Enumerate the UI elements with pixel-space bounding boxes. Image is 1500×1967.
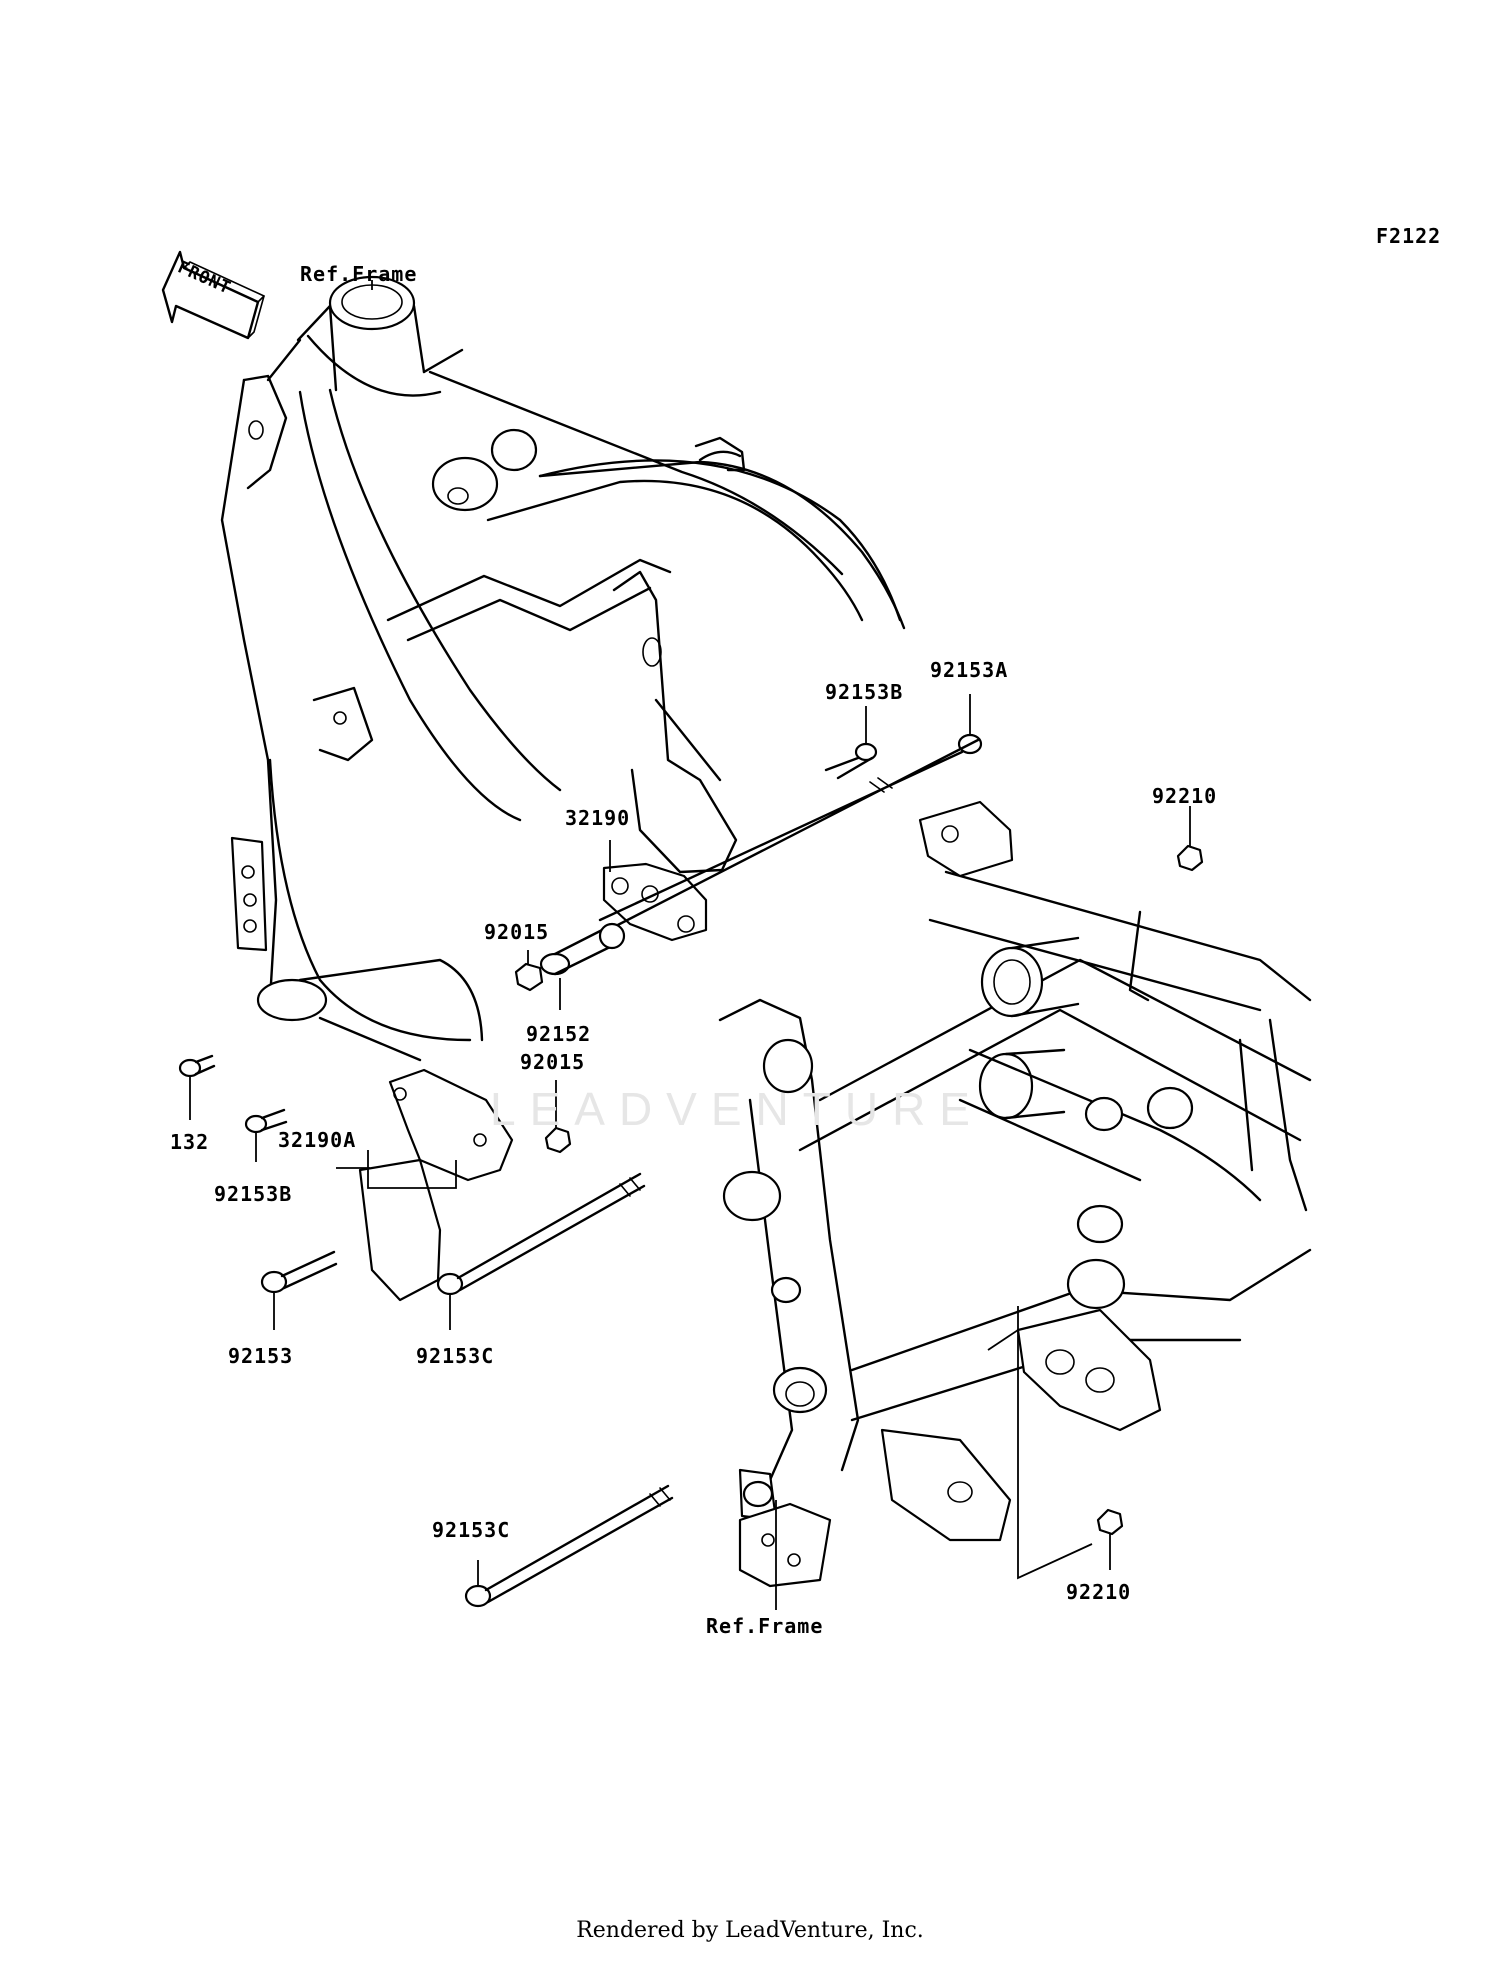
part-92153-label[interactable]: 92153 <box>228 1344 294 1368</box>
part-92153A-label[interactable]: 92153A <box>930 658 1009 682</box>
nut-92015-top-icon <box>514 962 544 992</box>
footer-credit: Rendered by LeadVenture, Inc. <box>576 1918 924 1943</box>
nut-92210-top-icon <box>1176 844 1204 872</box>
nut-92210-bottom-icon <box>1096 1508 1124 1536</box>
lower-frame <box>718 800 1312 1588</box>
part-92153C-mid-label[interactable]: 92153C <box>416 1344 495 1368</box>
front-arrow-icon <box>161 250 265 340</box>
bracket-32190A-icon <box>358 1068 514 1302</box>
part-92153B-left-label[interactable]: 92153B <box>214 1182 293 1206</box>
bolt-92153A-icon <box>598 733 983 932</box>
part-92015-top-label[interactable]: 92015 <box>484 920 550 944</box>
part-92153B-top-label[interactable]: 92153B <box>825 680 904 704</box>
bolt-92153B-top-icon <box>824 742 878 780</box>
part-32190A-label[interactable]: 32190A <box>278 1128 357 1152</box>
bolt-92153C-bottom-icon <box>464 1484 674 1608</box>
rear-upper-loop <box>538 459 902 622</box>
bolt-132-icon <box>178 1054 216 1078</box>
part-92153C-bottom-label[interactable]: 92153C <box>432 1518 511 1542</box>
diagram-code: F2122 <box>1376 224 1442 248</box>
part-92152-label[interactable]: 92152 <box>526 1022 592 1046</box>
part-92210-top-label[interactable]: 92210 <box>1152 784 1218 808</box>
ref-frame-top-label: Ref.Frame <box>300 262 418 286</box>
bolt-92153C-mid-icon <box>436 1172 646 1296</box>
upper-frame <box>220 275 906 1062</box>
spacer-92152-icon <box>539 922 626 976</box>
part-92015-mid-label[interactable]: 92015 <box>520 1050 586 1074</box>
leader-lines <box>189 280 1191 1610</box>
part-92210-bottom-label[interactable]: 92210 <box>1066 1580 1132 1604</box>
part-132-label[interactable]: 132 <box>170 1130 210 1154</box>
bolt-92153-icon <box>260 1250 338 1294</box>
watermark: LEADVENTURE <box>490 1083 984 1135</box>
ref-frame-bottom-label: Ref.Frame <box>706 1614 824 1638</box>
part-32190-label[interactable]: 32190 <box>565 806 631 830</box>
